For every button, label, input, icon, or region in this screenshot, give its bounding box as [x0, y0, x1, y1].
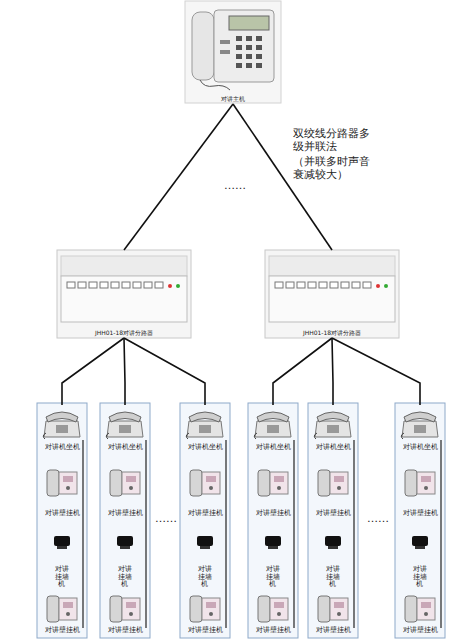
label-holder: 对讲机坐机 — [37, 443, 87, 452]
wire-connector — [124, 338, 205, 405]
wire-connector — [332, 338, 420, 405]
intercom-device: 对讲机坐机 — [100, 405, 150, 453]
node-label: 对讲壁挂机 — [403, 626, 438, 635]
node-label: 对讲壁挂机 — [316, 509, 351, 518]
intercom-device: 对讲壁挂机 — [308, 592, 358, 636]
intercom-device: 对讲机坐机 — [395, 405, 445, 453]
intercom-device: 对讲壁挂机 — [100, 592, 150, 636]
ellipsis: …… — [215, 179, 255, 192]
annotation: （并联多时声音衰减较大） — [293, 155, 375, 181]
label-holder: 对讲壁挂机 — [37, 626, 87, 635]
label-holder: 对讲机坐机 — [308, 443, 358, 452]
node-label: 对讲挂墙机 — [325, 566, 340, 589]
intercom-device: 对讲壁挂机 — [37, 592, 87, 636]
ellipsis: …… — [152, 512, 180, 525]
label-holder: 对讲挂墙机 — [100, 566, 150, 589]
label-holder: 对讲机坐机 — [180, 443, 230, 452]
node-label: 对讲壁挂机 — [45, 626, 80, 635]
node-label: 对讲挂墙机 — [117, 566, 132, 589]
intercom-host: 对讲主机 — [185, 2, 281, 104]
node-label: 对讲挂墙机 — [265, 566, 280, 589]
intercom-device: 对讲壁挂机 — [37, 465, 87, 519]
node-label: 对讲机坐机 — [188, 443, 223, 452]
intercom-device: 对讲壁挂机 — [248, 465, 298, 519]
label-holder: 对讲壁挂机 — [100, 509, 150, 518]
splitter-box: JHH01-18对讲分路器 — [57, 250, 191, 338]
intercom-device: 对讲挂墙机 — [395, 530, 445, 590]
node-label: 对讲机坐机 — [403, 443, 438, 452]
node-label: 对讲壁挂机 — [188, 509, 223, 518]
intercom-device: 对讲壁挂机 — [308, 465, 358, 519]
label-holder: JHH01-18对讲分路器 — [265, 329, 399, 337]
intercom-device: 对讲壁挂机 — [180, 465, 230, 519]
label-holder: 对讲壁挂机 — [100, 626, 150, 635]
label-holder: 对讲壁挂机 — [248, 626, 298, 635]
wire-connector — [62, 338, 124, 405]
label-holder: 对讲机坐机 — [395, 443, 445, 452]
node-label: 对讲壁挂机 — [316, 626, 351, 635]
intercom-device: 对讲壁挂机 — [180, 592, 230, 636]
label-holder: 对讲挂墙机 — [37, 566, 87, 589]
label-holder: 对讲壁挂机 — [395, 509, 445, 518]
intercom-device: 对讲机坐机 — [308, 405, 358, 453]
wire-connector — [332, 338, 333, 405]
node-label: 对讲挂墙机 — [412, 566, 427, 589]
node-label: 对讲壁挂机 — [108, 626, 143, 635]
label-holder: 对讲壁挂机 — [180, 626, 230, 635]
node-label: 对讲机坐机 — [256, 443, 291, 452]
intercom-device: 对讲壁挂机 — [100, 465, 150, 519]
intercom-device: 对讲壁挂机 — [248, 592, 298, 636]
label-holder: 对讲壁挂机 — [395, 626, 445, 635]
intercom-device: 对讲挂墙机 — [37, 530, 87, 590]
wire-connector — [273, 338, 332, 405]
label-holder: 对讲机坐机 — [248, 443, 298, 452]
wire-connector — [124, 338, 125, 405]
node-label: 对讲机坐机 — [108, 443, 143, 452]
label-holder: 对讲壁挂机 — [37, 509, 87, 518]
node-label: 对讲挂墙机 — [54, 566, 69, 589]
node-label: 对讲壁挂机 — [403, 509, 438, 518]
intercom-device: 对讲挂墙机 — [308, 530, 358, 590]
node-label: 对讲主机 — [221, 95, 245, 103]
intercom-device: 对讲机坐机 — [180, 405, 230, 453]
label-holder: 对讲壁挂机 — [180, 509, 230, 518]
intercom-device: 对讲机坐机 — [248, 405, 298, 453]
node-label: 对讲壁挂机 — [256, 626, 291, 635]
label-holder: 对讲挂墙机 — [248, 566, 298, 589]
host-phone — [185, 1, 281, 103]
splitter-image — [265, 250, 399, 338]
intercom-device: 对讲壁挂机 — [395, 592, 445, 636]
node-label: 对讲挂墙机 — [197, 566, 212, 589]
label-holder: 对讲挂墙机 — [308, 566, 358, 589]
ellipsis: …… — [362, 512, 394, 525]
node-label: 对讲机坐机 — [45, 443, 80, 452]
node-label: JHH01-18对讲分路器 — [303, 329, 361, 337]
label-holder: JHH01-18对讲分路器 — [57, 329, 191, 337]
device-images — [43, 412, 438, 622]
label-holder: 对讲挂墙机 — [395, 566, 445, 589]
label-holder: 对讲壁挂机 — [308, 509, 358, 518]
intercom-device: 对讲壁挂机 — [395, 465, 445, 519]
intercom-device: 对讲挂墙机 — [100, 530, 150, 590]
label-holder: 对讲壁挂机 — [308, 626, 358, 635]
device-columns — [37, 403, 445, 638]
node-label: 对讲壁挂机 — [256, 509, 291, 518]
intercom-device: 对讲挂墙机 — [180, 530, 230, 590]
label-holder: 对讲主机 — [185, 95, 281, 103]
annotation: 双绞线分路器多级并联法 — [293, 127, 375, 153]
label-holder: 对讲挂墙机 — [180, 566, 230, 589]
node-label: 对讲壁挂机 — [188, 626, 223, 635]
label-holder: 对讲壁挂机 — [248, 509, 298, 518]
node-label: 对讲机坐机 — [316, 443, 351, 452]
splitter-image — [57, 250, 191, 338]
label-holder: 对讲机坐机 — [100, 443, 150, 452]
wire-connector — [124, 104, 233, 250]
node-label: 对讲壁挂机 — [45, 509, 80, 518]
splitter-box: JHH01-18对讲分路器 — [265, 250, 399, 338]
intercom-device: 对讲机坐机 — [37, 405, 87, 453]
intercom-device: 对讲挂墙机 — [248, 530, 298, 590]
node-label: 对讲壁挂机 — [108, 509, 143, 518]
node-label: JHH01-18对讲分路器 — [95, 329, 153, 337]
